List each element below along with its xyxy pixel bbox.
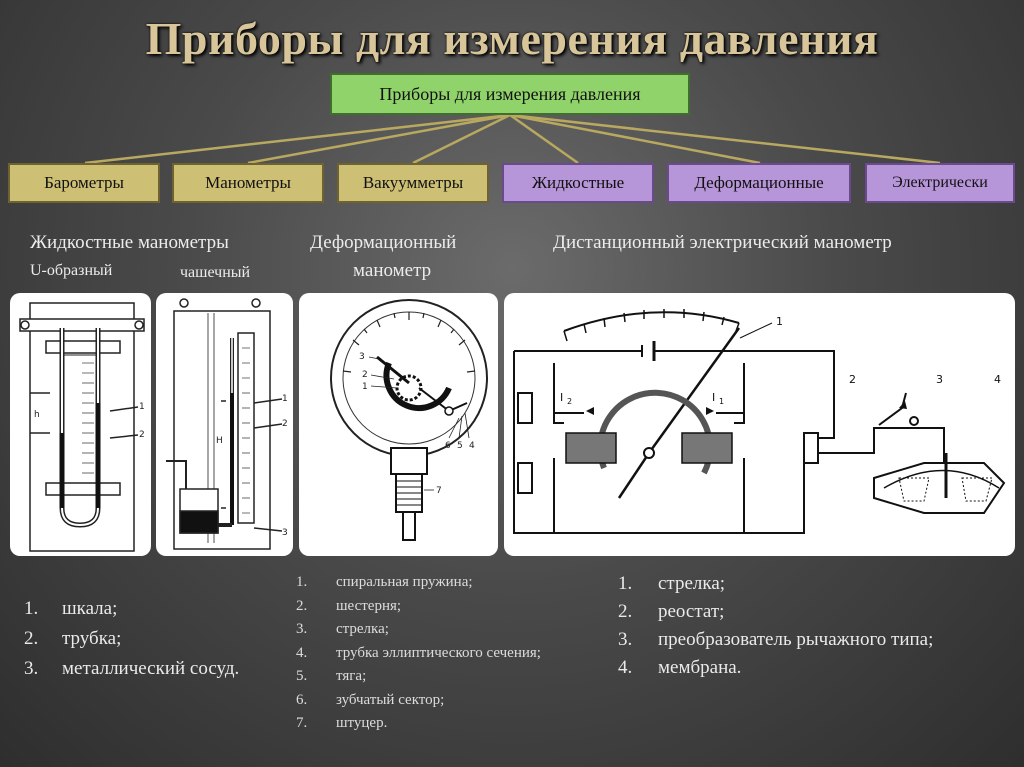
deformation-parts-list: 1.спиральная пружина; 2.шестерня; 3.стре… [296, 571, 541, 736]
list-item: 5.тяга; [296, 668, 367, 684]
label-gauge-5: 5 [457, 441, 463, 451]
heading-u-tube: U-образный [30, 262, 113, 279]
label-gauge-3: 3 [359, 352, 365, 362]
heading-liquid-manometers: Жидкостные манометры [30, 232, 229, 253]
label-circuit-1: 1 [776, 315, 783, 328]
category-barometers: Барометры [8, 163, 160, 203]
list-item: 2.реостат; [618, 601, 725, 622]
label-gauge-4: 4 [469, 441, 475, 451]
category-deformation: Деформационные [667, 163, 851, 203]
label-current-i1-sub: 1 [719, 397, 724, 406]
list-item: 1.стрелка; [618, 573, 726, 594]
category-electric: Электрически [865, 163, 1015, 203]
label-u-1: 1 [139, 402, 145, 412]
category-liquid: Жидкостные [502, 163, 654, 203]
u-tube-manometer-figure: h 1 2 [10, 293, 151, 556]
heading-electric-manometer: Дистанционный электрический манометр [553, 232, 892, 253]
deformation-gauge-figure: 3 2 1 6 5 4 7 [299, 293, 498, 556]
label-cup-h: H [216, 436, 223, 446]
list-item: 2.шестерня; [296, 597, 402, 614]
label-current-i2-sub: 2 [567, 397, 572, 406]
electric-manometer-figure: 1 2 3 4 I 2 I 1 [504, 293, 1015, 556]
label-circuit-2: 2 [849, 373, 856, 386]
label-cup-3: 3 [282, 528, 288, 538]
label-u-h: h [34, 410, 40, 420]
list-item: 7.штуцер. [296, 715, 388, 731]
label-u-2: 2 [139, 430, 145, 440]
label-gauge-7: 7 [436, 486, 442, 496]
list-item: 3.стрелка; [296, 621, 389, 637]
list-item: 2.трубка; [24, 628, 122, 649]
label-current-i2: I [560, 391, 563, 404]
heading-cup: чашечный [180, 264, 251, 281]
list-item: 3.металлический сосуд. [24, 658, 240, 679]
category-vacuummeters: Вакуумметры [337, 163, 489, 203]
liquid-parts-list: 1.шкала; 2.трубка; 3.металлический сосуд… [24, 594, 239, 684]
list-item: 1.спиральная пружина; [296, 574, 473, 590]
label-circuit-4: 4 [994, 373, 1001, 386]
root-node: Приборы для измерения давления [330, 73, 690, 115]
list-item: 1.шкала; [24, 598, 118, 619]
label-gauge-6: 6 [445, 441, 451, 451]
label-cup-1: 1 [282, 394, 288, 404]
list-item: 6.зубчатый сектор; [296, 691, 445, 708]
label-current-i1: I [712, 391, 715, 404]
cup-manometer-figure: H 1 2 3 [156, 293, 293, 556]
list-item: 4.мембрана. [618, 657, 742, 678]
electric-parts-list: 1.стрелка; 2.реостат; 3.преобразователь … [618, 570, 933, 682]
heading-deformation-2: манометр [353, 260, 432, 281]
list-item: 4.трубка эллиптического сечения; [296, 644, 541, 661]
label-cup-2: 2 [282, 419, 288, 429]
heading-deformation-1: Деформационный [310, 232, 457, 253]
list-item: 3.преобразователь рычажного типа; [618, 629, 934, 650]
slide-title: Приборы для измерения давления [145, 13, 879, 64]
label-circuit-3: 3 [936, 373, 943, 386]
label-gauge-1: 1 [362, 382, 368, 392]
label-gauge-2: 2 [362, 370, 368, 380]
category-manometers: Манометры [172, 163, 324, 203]
